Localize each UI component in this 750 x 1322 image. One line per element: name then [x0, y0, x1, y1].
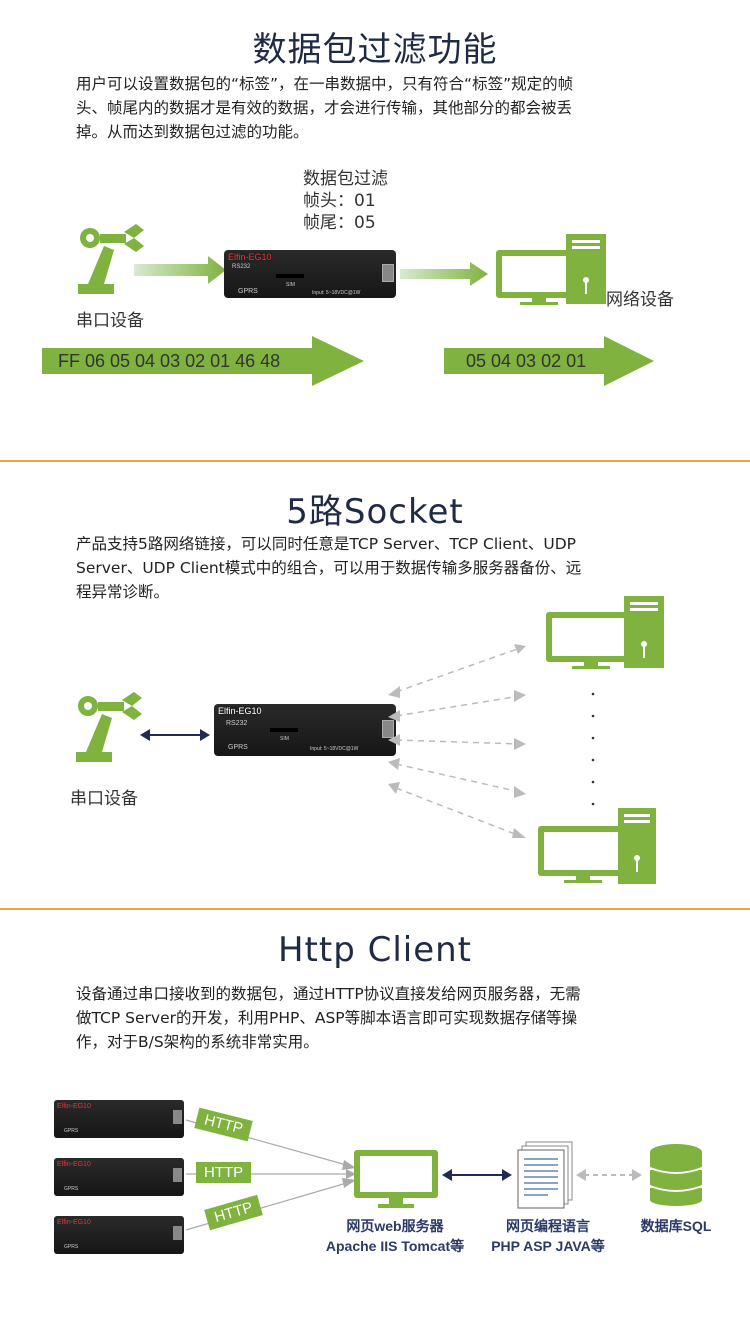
- device-power: Input: 5~18VDC@1W: [312, 290, 361, 296]
- section3-desc-line: 设备通过串口接收到的数据包，通过HTTP协议直接发给网页服务器，无需: [76, 985, 581, 1003]
- sim-slot: [270, 728, 298, 732]
- section3-desc-line: 作，对于B/S架构的系统非常实用。: [76, 1033, 319, 1051]
- device-net: GPRS: [228, 744, 248, 751]
- gateway-device: Elfin-EG10 GPRS: [54, 1158, 184, 1196]
- section1-description: 用户可以设置数据包的“标签”，在一串数据中，只有符合“标签”规定的帧 头、帧尾内…: [76, 72, 676, 144]
- section-divider: [0, 460, 750, 462]
- network-device-label: 网络设备: [606, 290, 674, 310]
- web-server-caption: 网页web服务器 Apache IIS Tomcat等: [310, 1216, 480, 1256]
- ethernet-port: [382, 264, 394, 282]
- gateway-device: Elfin-EG10 RS232 GPRS SIM Input: 5~18VDC…: [224, 250, 396, 298]
- input-data-arrow: [42, 336, 364, 386]
- data-flow-arrow: [134, 256, 226, 284]
- web-server-icon: [354, 1150, 438, 1208]
- device-model: Elfin-EG10: [228, 252, 272, 262]
- database-title: 数据库SQL: [640, 1218, 712, 1234]
- device-port: RS232: [226, 720, 248, 727]
- filter-settings: 数据包过滤 帧头：01 帧尾：05: [303, 168, 388, 234]
- input-data-text: FF 06 05 04 03 02 01 46 48: [58, 351, 281, 371]
- section1-desc-line: 用户可以设置数据包的“标签”，在一串数据中，只有符合“标签”规定的帧: [76, 75, 574, 93]
- device-model: Elfin-EG10: [57, 1103, 91, 1110]
- data-flow-arrow: [400, 262, 488, 286]
- section2-desc-line: 产品支持5路网络链接，可以同时任意是TCP Server、TCP Client、…: [76, 535, 577, 553]
- section1-title: 数据包过滤功能: [252, 30, 498, 70]
- document-icon: [517, 1141, 573, 1209]
- filter-frame-tail: 帧尾：05: [303, 213, 376, 233]
- filter-title: 数据包过滤: [303, 169, 388, 189]
- section2-desc-line: Server、UDP Client模式中的组合，可以用于数据传输多服务器备份、远: [76, 559, 582, 577]
- device-net: GPRS: [64, 1128, 79, 1134]
- device-model: Elfin-EG10: [57, 1219, 91, 1226]
- device-net: GPRS: [64, 1186, 79, 1192]
- device-model: Elfin-EG10: [57, 1161, 91, 1168]
- serial-device-label: 串口设备: [70, 789, 138, 809]
- device-port: RS232: [232, 264, 251, 270]
- ellipsis-dots: [591, 692, 595, 806]
- computer-icon: [546, 596, 664, 669]
- web-server-title: 网页web服务器: [346, 1218, 444, 1234]
- robot-arm-icon: [78, 224, 144, 294]
- section3-title: Http Client: [277, 930, 473, 970]
- filter-frame-head: 帧头：01: [303, 191, 376, 211]
- output-data-arrow: [444, 336, 654, 386]
- web-language-title: 网页编程语言: [506, 1218, 590, 1234]
- ethernet-port: [382, 720, 394, 738]
- section3-description: 设备通过串口接收到的数据包，通过HTTP协议直接发给网页服务器，无需 做TCP …: [76, 982, 676, 1054]
- section1-desc-line: 头、帧尾内的数据才是有效的数据，才会进行传输，其他部分的都会被丢: [76, 99, 573, 117]
- section2-description: 产品支持5路网络链接，可以同时任意是TCP Server、TCP Client、…: [76, 532, 676, 604]
- section-divider: [0, 908, 750, 910]
- section1-desc-line: 掉。从而达到数据包过滤的功能。: [76, 123, 309, 141]
- web-language-examples: PHP ASP JAVA等: [491, 1238, 605, 1254]
- database-caption: 数据库SQL: [626, 1216, 726, 1236]
- section3-desc-line: 做TCP Server的开发，利用PHP、ASP等脚本语言即可实现数据存储等操: [76, 1009, 578, 1027]
- web-server-examples: Apache IIS Tomcat等: [325, 1238, 465, 1254]
- serial-device-label: 串口设备: [76, 311, 144, 331]
- section2-title: 5路Socket: [286, 492, 464, 532]
- bidirectional-arrow: [140, 729, 210, 741]
- device-sim: SIM: [286, 282, 295, 288]
- section2-desc-line: 程异常诊断。: [76, 583, 170, 601]
- socket-connection-lines: [388, 644, 526, 838]
- output-data-text: 05 04 03 02 01: [466, 351, 587, 371]
- computer-icon: [538, 808, 656, 884]
- device-power: Input: 5~18VDC@1W: [310, 746, 359, 752]
- http-tag: HTTP: [196, 1162, 252, 1183]
- computer-icon: [496, 234, 606, 305]
- device-net: GPRS: [64, 1244, 79, 1250]
- device-net: GPRS: [238, 288, 258, 295]
- ethernet-port: [173, 1226, 182, 1240]
- dashed-bidirectional-arrow: [576, 1169, 642, 1181]
- gateway-device: Elfin-EG10 GPRS: [54, 1100, 184, 1138]
- device-model: Elfin-EG10: [218, 706, 262, 716]
- sim-slot: [276, 274, 304, 278]
- ethernet-port: [173, 1110, 182, 1124]
- database-icon: [649, 1144, 703, 1206]
- bidirectional-arrow: [442, 1169, 512, 1181]
- robot-arm-icon: [76, 692, 142, 762]
- ethernet-port: [173, 1168, 182, 1182]
- web-language-caption: 网页编程语言 PHP ASP JAVA等: [480, 1216, 616, 1256]
- gateway-device: Elfin-EG10 GPRS: [54, 1216, 184, 1254]
- gateway-device: Elfin-EG10 RS232 GPRS SIM Input: 5~18VDC…: [214, 704, 396, 756]
- device-sim: SIM: [280, 736, 289, 742]
